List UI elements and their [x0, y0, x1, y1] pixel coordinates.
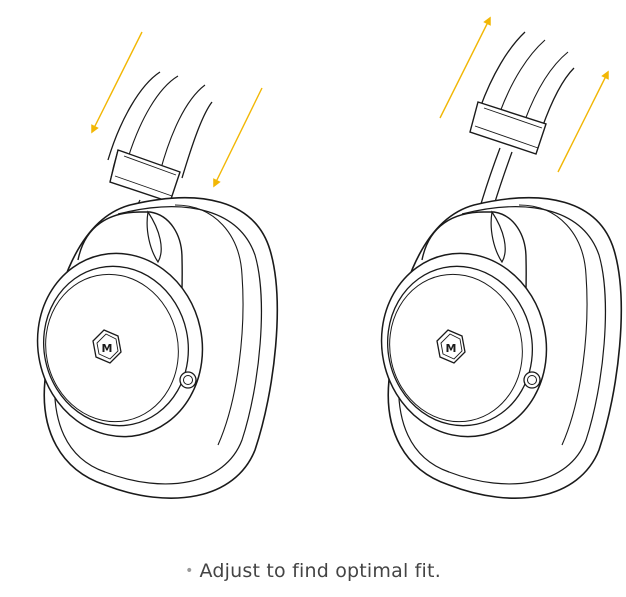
fit-instruction-caption: • Adjust to find optimal fit.: [0, 560, 626, 582]
brand-logo-left: M: [102, 342, 113, 355]
caption-text: Adjust to find optimal fit.: [199, 560, 441, 582]
brand-logo-right: M: [446, 342, 457, 355]
headphone-adjust-illustration: M M: [19, 16, 623, 499]
bullet-icon: •: [185, 563, 194, 579]
headphone-extended-illustration: [19, 31, 279, 499]
headphone-retracted-illustration: [363, 16, 623, 499]
